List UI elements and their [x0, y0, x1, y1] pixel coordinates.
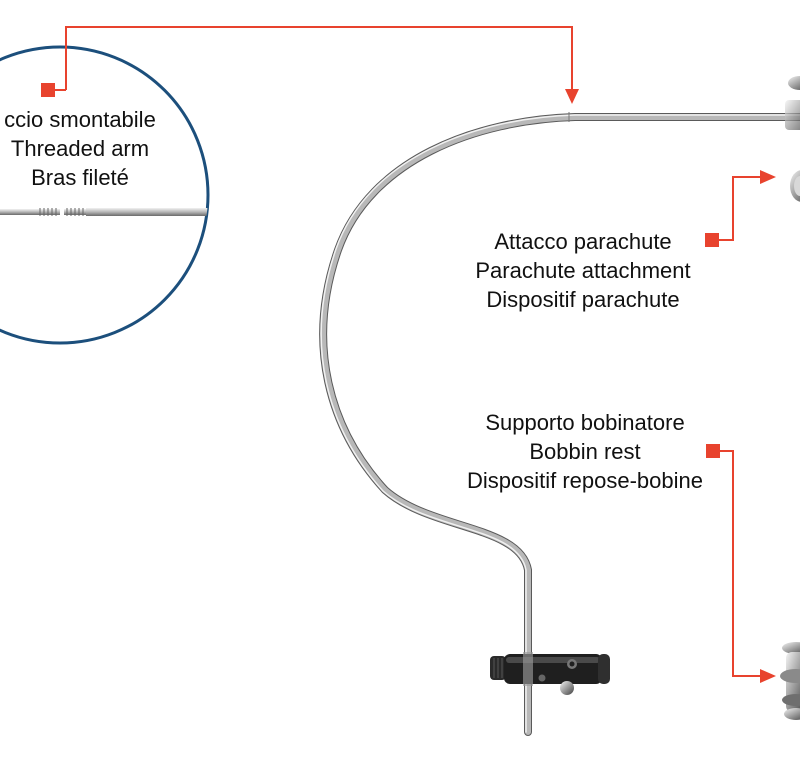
clamp-screw	[560, 681, 574, 695]
callout-threaded-arm	[41, 26, 579, 104]
bobbin-rest-part	[780, 642, 800, 720]
wire-frame-highlight	[320, 114, 800, 733]
threaded-rod-left	[0, 209, 60, 215]
label-parachute-fr: Dispositif parachute	[486, 287, 680, 312]
inset-circle	[0, 45, 210, 345]
callout-arrow-bobbin	[760, 669, 776, 683]
clamp-assembly	[490, 652, 610, 695]
label-parachute-it: Attacco parachute	[494, 229, 672, 254]
label-threaded-arm: ccio smontabile Threaded arm Bras fileté	[0, 105, 200, 192]
callout-parachute	[705, 170, 776, 247]
callout-line-bobbin	[720, 450, 762, 677]
thread-left	[39, 208, 57, 216]
label-bobbin-en: Bobbin rest	[529, 439, 641, 464]
clamp-cap-right	[598, 654, 610, 684]
threaded-rod-right	[86, 208, 208, 216]
label-threaded-arm-fr: Bras fileté	[31, 165, 129, 190]
callout-line-parachute	[719, 176, 762, 241]
label-bobbin-it: Supporto bobinatore	[485, 410, 685, 435]
callout-marker-threaded-arm	[41, 83, 55, 97]
callout-line-threaded-arm	[65, 26, 573, 94]
label-bobbin-fr: Dispositif repose-bobine	[466, 468, 704, 493]
callout-marker-parachute	[705, 233, 719, 247]
callout-bobbin	[706, 444, 776, 683]
callout-marker-bobbin	[706, 444, 720, 458]
label-bobbin-rest: Supporto bobinatore Bobbin rest Disposit…	[430, 408, 740, 495]
callout-arrow-threaded-arm	[565, 89, 579, 104]
label-parachute-en: Parachute attachment	[475, 258, 691, 283]
label-parachute-attachment: Attacco parachute Parachute attachment D…	[448, 227, 718, 314]
callout-arrow-parachute	[760, 170, 776, 184]
wire-frame-body	[320, 114, 800, 735]
parachute-attachment-part	[790, 170, 800, 202]
wire-frame	[319, 112, 800, 736]
frame-end-top	[785, 76, 800, 130]
thread-right	[64, 208, 86, 216]
threaded-arm-inset	[0, 45, 210, 345]
label-threaded-arm-en: Threaded arm	[10, 136, 150, 161]
label-threaded-arm-it: ccio smontabile	[4, 107, 156, 132]
